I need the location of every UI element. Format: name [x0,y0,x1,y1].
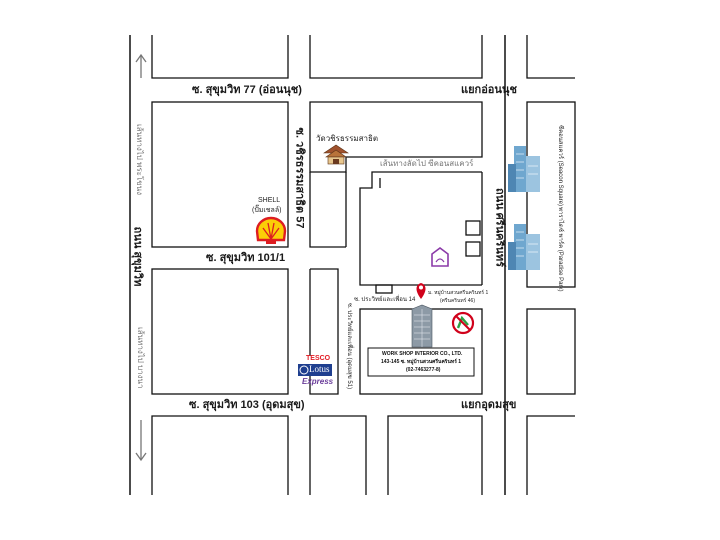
direction-label-prakanong: เส้นทางไป พระโขนง [135,124,144,196]
direction-label-bangna: เส้นทางไป บางนา [136,327,145,389]
muban-label: ม. หมู่บ้านสวนศรีนครินทร์ 1 [428,290,489,296]
shell-logo-icon [255,216,287,244]
office-tower-icon [411,304,433,348]
company-name: WORK SHOP INTERIOR CO., LTD. [382,351,463,357]
company-address: 143-145 ซ. หมู่บ้านสวนศรีนครินทร์ 1 [381,359,462,365]
company-box [367,347,475,377]
junction-label-udomsuk: แยกอุดมสุข [461,399,517,411]
purple-logo-icon [431,247,449,267]
shortcut-label-seacon: เส้นทางลัดไป ซีคอนสแควร์ [380,159,474,168]
road-label-prawet-14: ซ. ประวิทย์และเพื่อน 14 [354,297,416,303]
road-label-srinakarin: ถนน ศรีนครินทร์ [493,187,506,268]
road-label-prawet-side: ซ. ประวิทย์และเพื่อน (อุดมสุข 51) [346,302,352,390]
paradise-label: พาราไดซ์ พาร์ค (Paradise Park) [557,207,563,292]
seacon-label: ซีคอนสแควร์ (Seacon Square) [557,125,563,206]
express-label: Express [302,377,334,386]
company-phone: (02-7463277-8) [406,367,441,373]
temple-label: วัดวชิรธรรมสาธิต [316,134,379,143]
shell-thai-label: (ปั๊มเชลล์) [252,207,282,214]
road-lines [129,35,506,495]
road-label-soi-77: ซ. สุขุมวิท 77 (อ่อนนุช) [192,84,302,96]
city-blocks [151,35,576,495]
temple-icon [323,144,349,165]
muban-sub-label: (ศรีนครินทร์ 46) [440,298,475,304]
junction-label-onnut: แยกอ่อนนุช [461,84,517,96]
location-pin-icon [416,283,426,299]
no-uturn-sign-icon [451,311,475,335]
road-label-soi-101-1: ซ. สุขุมวิท 101/1 [206,252,286,264]
shell-label: SHELL [258,197,281,204]
lotus-label: Lotus [309,364,330,374]
tesco-label: TESCO [306,355,331,362]
north-arrow-icon [135,53,147,78]
road-label-soi-103: ซ. สุขุมวิท 103 (อุดมสุข) [189,399,305,411]
south-arrow-icon [135,420,147,462]
tesco-lotus-logo [298,356,332,376]
building-icon [508,224,540,270]
building-icon [508,146,540,192]
road-label-wachira-57: ซ. วชิรธรรมสาธิต 57 [293,127,306,229]
road-label-sukhumvit: ถนน สุขุมวิท [131,226,144,287]
